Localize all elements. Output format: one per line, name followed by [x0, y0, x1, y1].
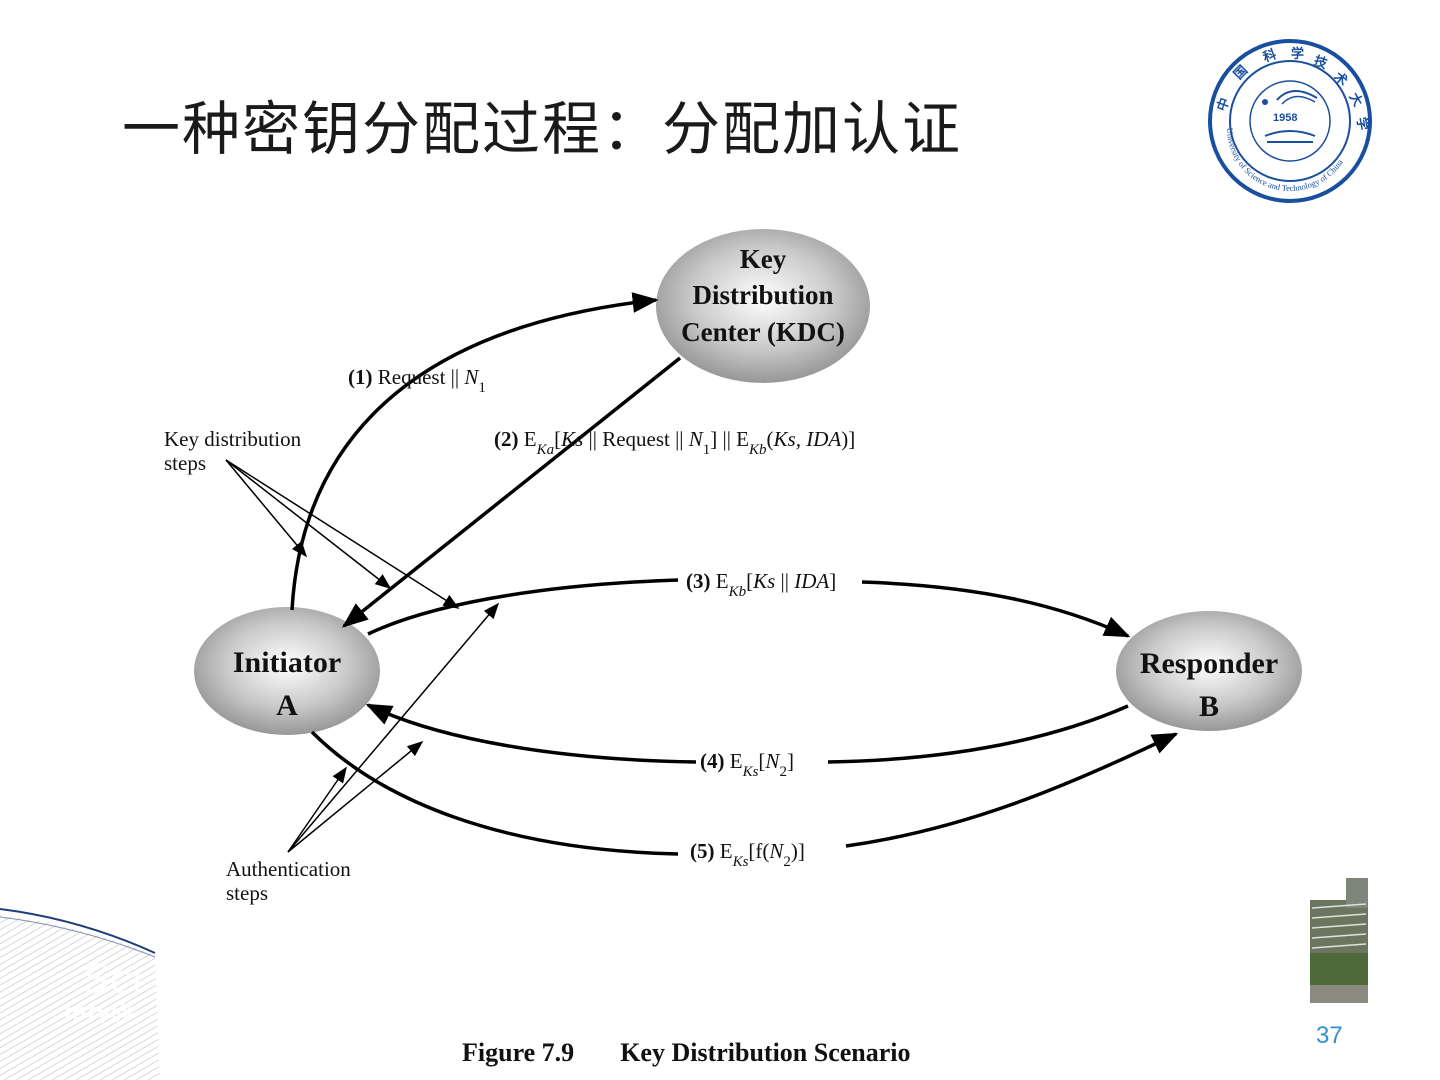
arrow-message-5-end	[845, 732, 1179, 848]
logo-year: 1958	[1273, 112, 1297, 124]
university-logo: 1958 中 国 科 学 技 术 大 学 University of Scien…	[1208, 39, 1372, 203]
initiator-node	[194, 607, 380, 735]
arrow-message-1	[290, 292, 659, 611]
pointer-auth-2	[287, 740, 424, 853]
responder-node	[1116, 611, 1302, 731]
message-2-label: (2) EKa[Ks || Request || N1] || EKb(Ks, …	[494, 427, 855, 458]
pointer-kd-1	[225, 459, 308, 558]
kdc-label-line1: Key	[740, 244, 787, 274]
key-distribution-steps-label-line2: steps	[164, 451, 206, 475]
kdc-node	[656, 229, 870, 383]
key-distribution-steps-label-line1: Key distribution	[164, 427, 302, 451]
pointer-auth-1	[287, 602, 500, 853]
authentication-steps-label-line1: Authentication	[226, 857, 351, 881]
initiator-label-line1: Initiator	[233, 646, 341, 679]
watermark-text: mfy@	[64, 1000, 133, 1025]
initiator-label-line2: A	[276, 689, 298, 722]
logo-char: 科	[1261, 46, 1279, 65]
logo-char: 学	[1353, 116, 1371, 132]
pointer-auth-3	[287, 766, 347, 853]
pointer-kd-2	[225, 459, 392, 589]
kdc-label-line2: Distribution	[692, 280, 833, 310]
slide-title: 一种密钥分配过程：分配加认证	[122, 95, 963, 163]
watermark-text: Sci	[84, 957, 143, 1003]
figure-title: Key Distribution Scenario	[620, 1038, 911, 1067]
pointer-kd-3	[225, 459, 460, 609]
page-number: 37	[1316, 1022, 1343, 1049]
responder-label-line2: B	[1199, 690, 1219, 723]
decorative-stripes: Sci mfy@	[0, 908, 160, 1080]
arrow-message-4-end	[365, 703, 697, 764]
figure-caption: Figure 7.9 Key Distribution Scenario	[462, 1038, 911, 1068]
arrow-message-5	[310, 730, 679, 856]
arrow-message-2	[341, 356, 682, 628]
arrow-message-3-end	[861, 580, 1131, 638]
kdc-label-line3: Center (KDC)	[681, 317, 845, 347]
authentication-steps-label-line2: steps	[226, 881, 268, 905]
responder-label-line1: Responder	[1140, 647, 1278, 680]
arrow-message-3	[367, 578, 679, 636]
arrow-message-4	[827, 704, 1129, 764]
logo-char: 学	[1291, 46, 1304, 62]
message-3-label: (3) EKb[Ks || IDA]	[686, 569, 836, 600]
logo-char: 中	[1214, 96, 1233, 114]
building-photo	[1310, 868, 1368, 1003]
message-1-label: (1) Request || N1	[348, 365, 486, 396]
message-4-label: (4) EKs[N2]	[700, 749, 794, 780]
message-5-label: (5) EKs[f(N2)]	[690, 839, 805, 870]
figure-number: Figure 7.9	[462, 1038, 575, 1067]
